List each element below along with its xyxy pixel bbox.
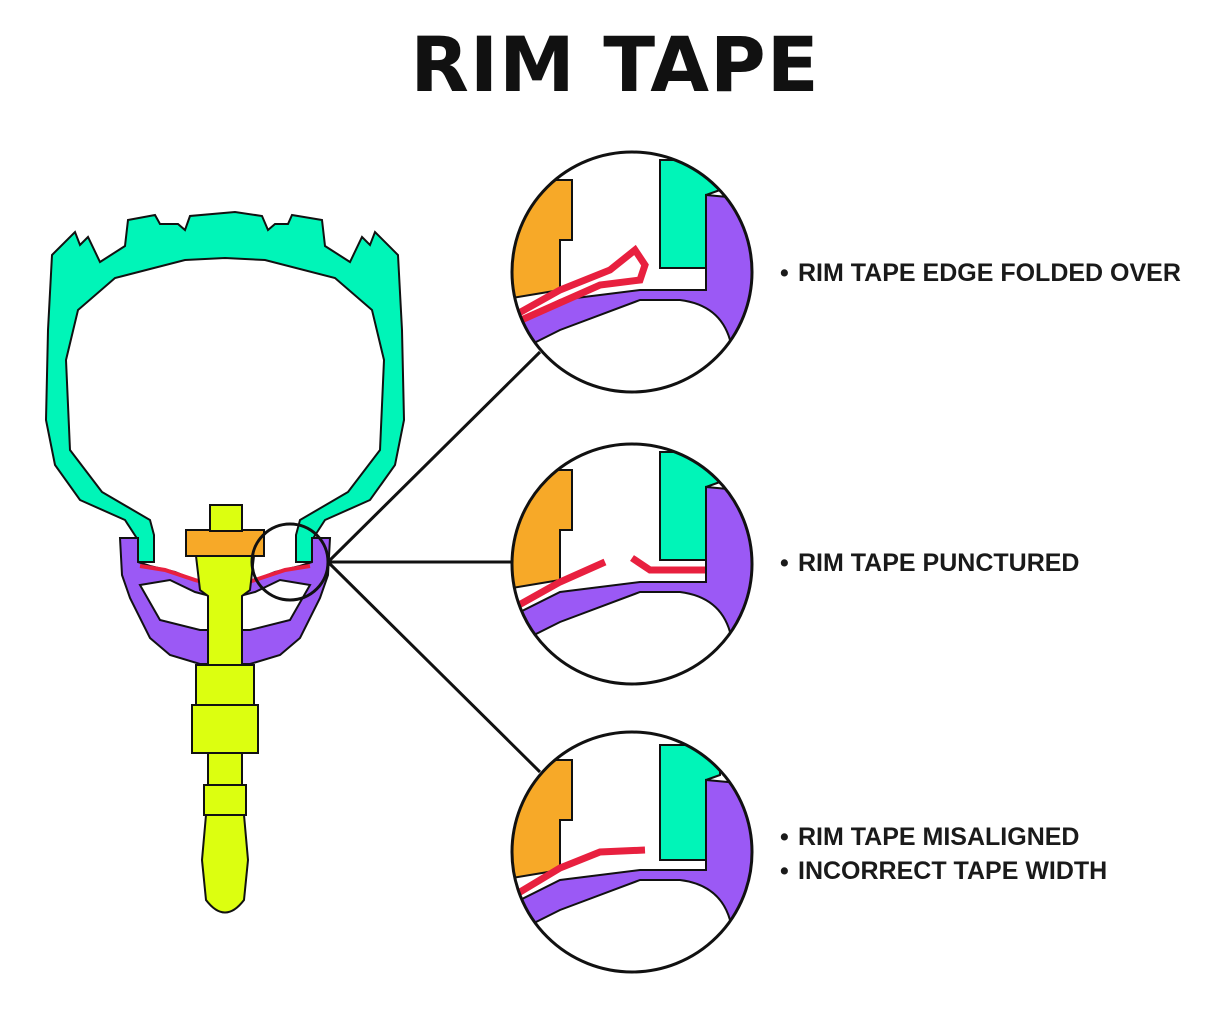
detail-rim	[512, 193, 752, 362]
detail-rim	[512, 778, 752, 942]
zoom-indicator	[250, 522, 330, 602]
valve	[185, 504, 265, 914]
bullet: •	[780, 259, 789, 287]
detail-rim-tape-left	[512, 558, 607, 614]
bullet: •	[780, 857, 789, 885]
callout-folded-over: • RIM TAPE EDGE FOLDED OVER	[780, 256, 1181, 290]
callout-misaligned: • RIM TAPE MISALIGNED • INCORRECT TAPE WID…	[780, 820, 1107, 888]
bullet: •	[780, 823, 789, 851]
bullet: •	[780, 549, 789, 577]
connector-lines	[326, 350, 542, 774]
callout-text: RIM TAPE PUNCTURED	[798, 549, 1080, 577]
tire	[44, 210, 406, 563]
detail-punctured	[510, 442, 754, 686]
valve-cap	[200, 814, 250, 914]
callout-text: INCORRECT TAPE WIDTH	[798, 857, 1108, 885]
valve-body	[195, 664, 255, 706]
valve-threads-top	[209, 504, 243, 532]
callout-text: RIM TAPE EDGE FOLDED OVER	[798, 259, 1181, 287]
detail-misaligned	[510, 730, 754, 974]
detail-rim-tape	[512, 244, 649, 329]
callout-text: RIM TAPE MISALIGNED	[798, 823, 1080, 851]
valve-neck	[207, 752, 243, 786]
connector-line-1	[326, 350, 542, 564]
detail-rim	[512, 485, 752, 654]
tire-cross-section	[44, 210, 406, 563]
connector-line-3	[326, 560, 542, 774]
detail-rim-tape-right	[630, 555, 705, 574]
valve-collar	[191, 704, 259, 754]
callout-punctured: • RIM TAPE PUNCTURED	[780, 546, 1079, 580]
valve-threads-bottom	[203, 784, 247, 816]
valve-nut	[185, 529, 265, 557]
detail-rim-tape	[512, 846, 646, 902]
diagram-title: RIM TAPE	[410, 20, 820, 109]
detail-folded-over	[510, 150, 754, 394]
